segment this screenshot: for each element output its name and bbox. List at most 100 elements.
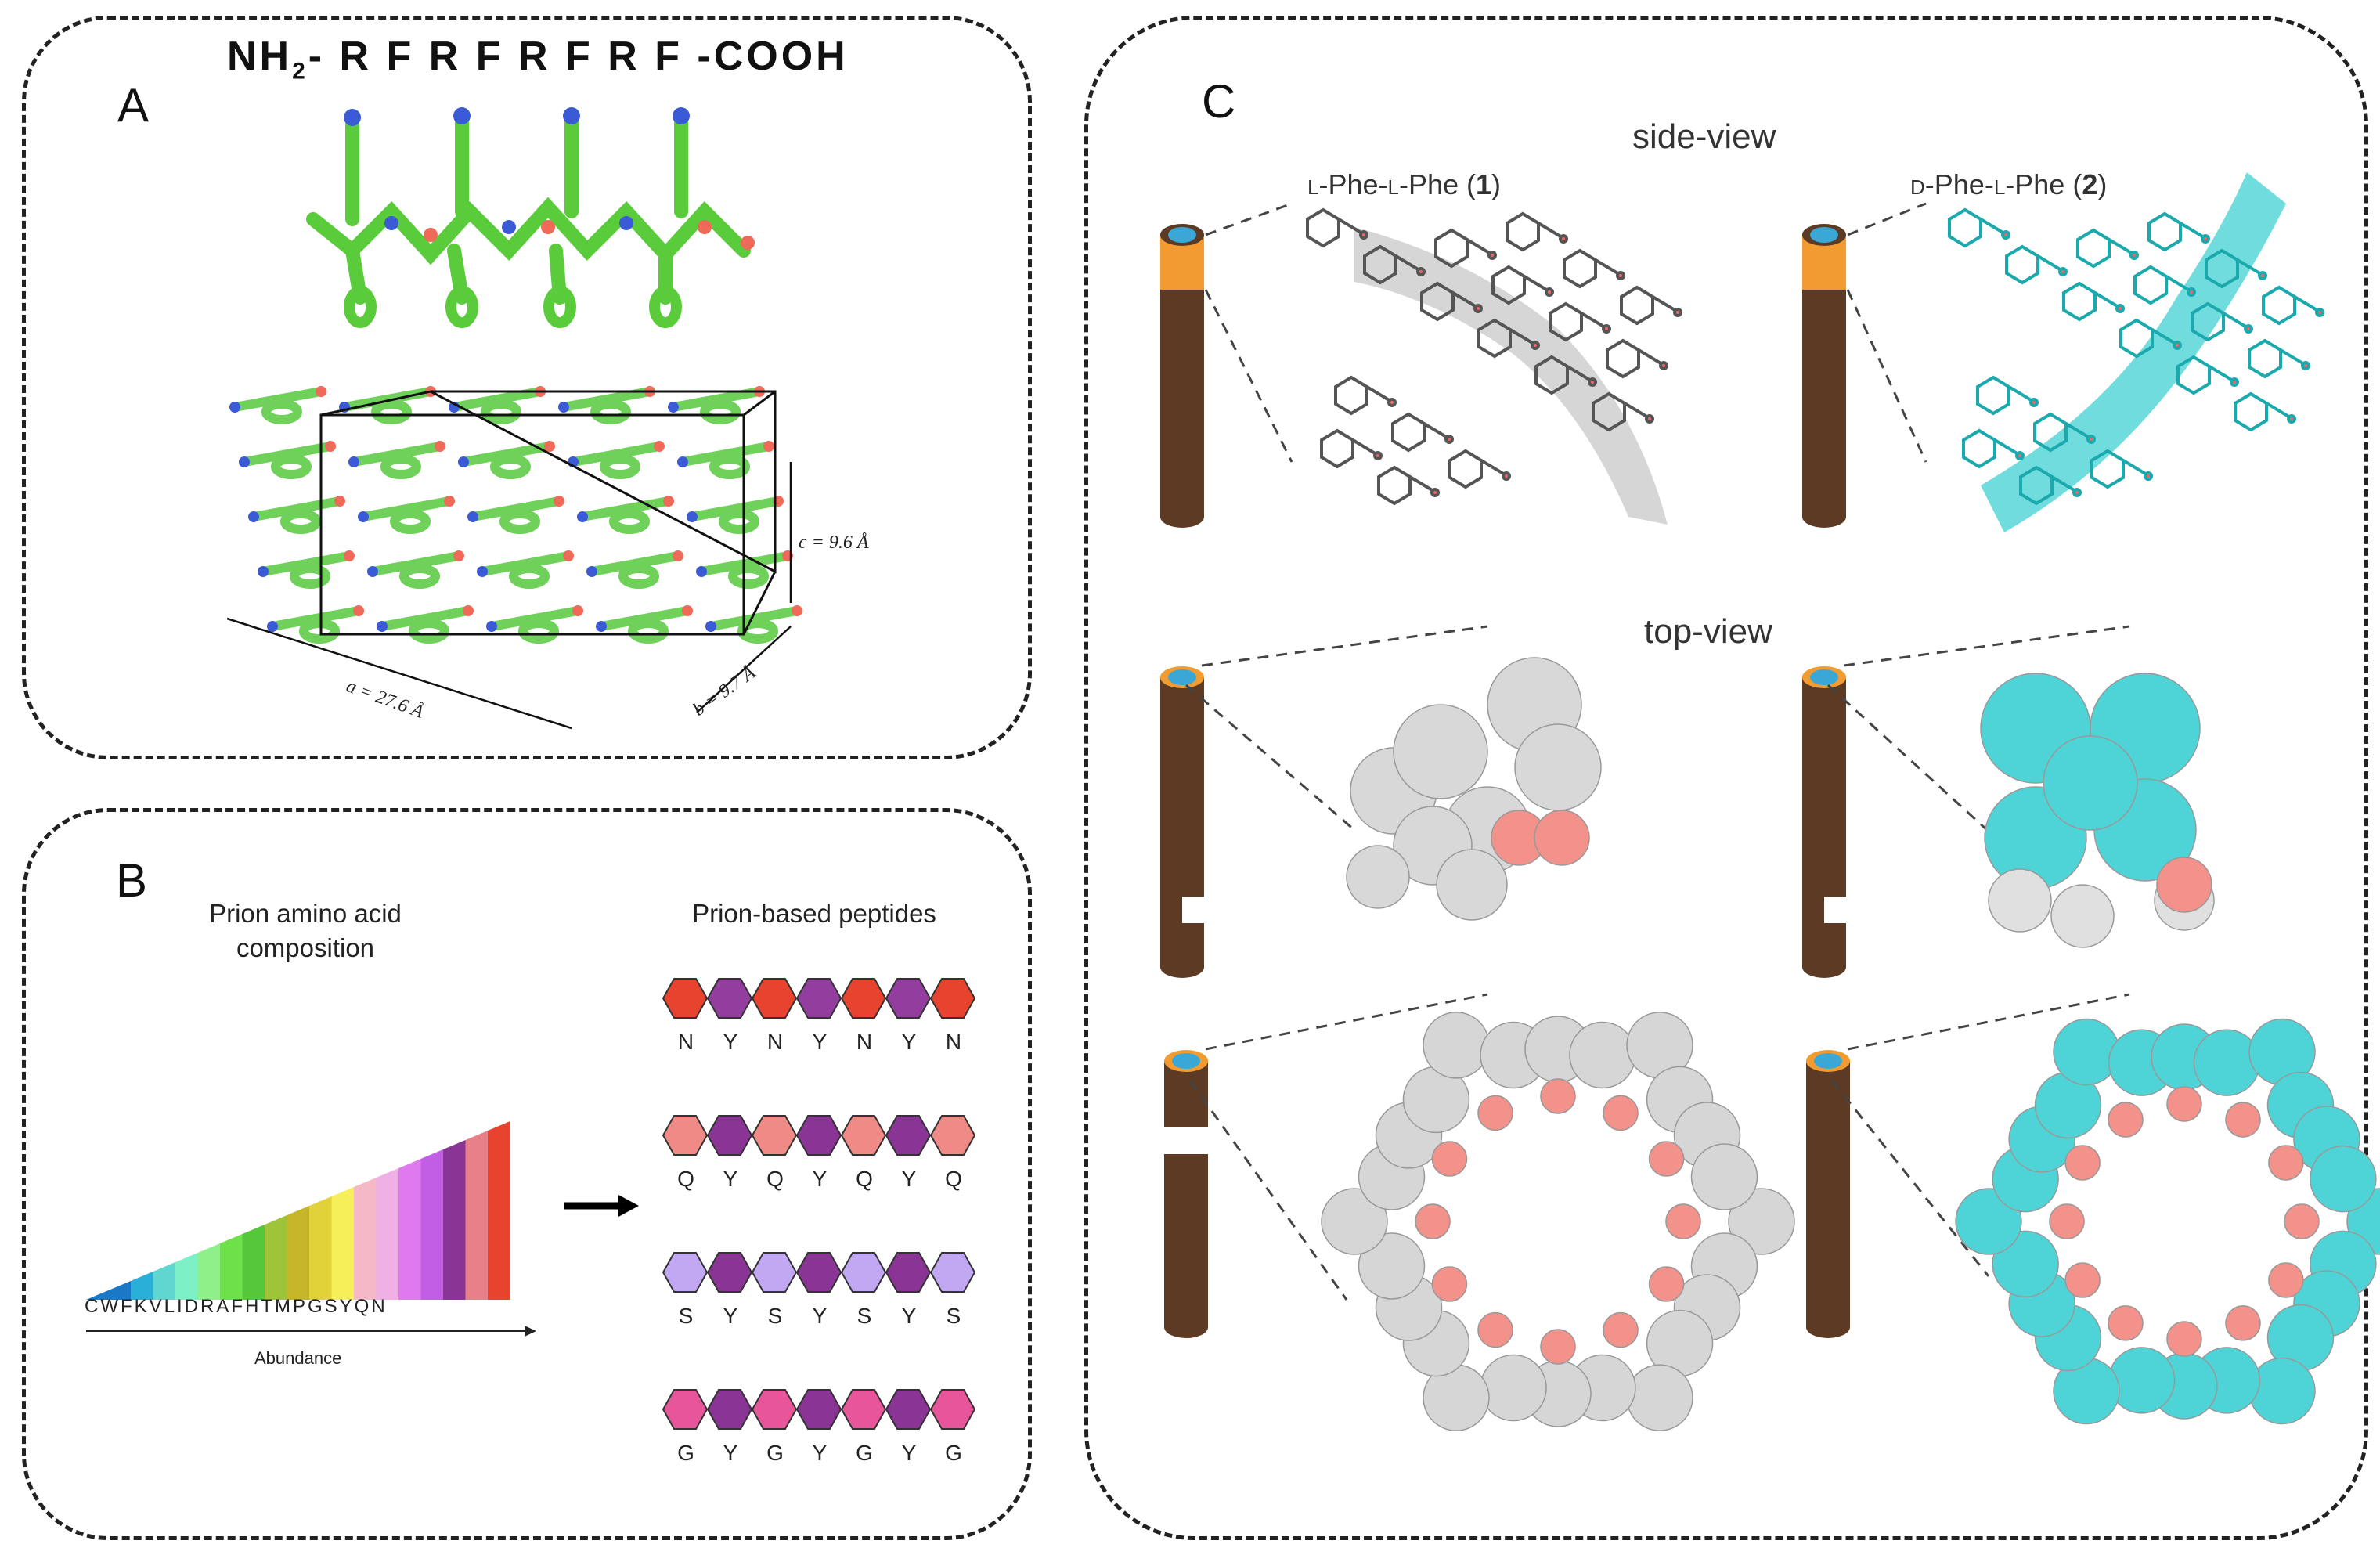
composition-segment <box>175 1253 198 1300</box>
composition-segment <box>242 1225 265 1300</box>
panel-c-label: C <box>1202 75 1236 128</box>
composition-segment <box>309 1196 332 1300</box>
peptide-backbone-structure <box>306 107 755 328</box>
oxygen-atom <box>1648 1141 1685 1177</box>
oxygen-atom <box>1431 1141 1468 1177</box>
residue-letter: S <box>767 1304 783 1328</box>
gray-beta-sheet-ribbon <box>1354 227 1668 525</box>
crystal-unit-cell <box>226 386 802 730</box>
nanotube-rod <box>1160 666 1204 978</box>
oxygen-atom <box>2064 1262 2101 1298</box>
cyan-ring-atom <box>2248 1357 2316 1425</box>
composition-segment <box>131 1272 153 1300</box>
nanotube-rod <box>1802 666 1846 978</box>
residue-hexagon <box>929 1389 976 1430</box>
residue-letter: Y <box>723 1304 738 1328</box>
residue-letter: N <box>766 1030 784 1054</box>
peptide-sequence: NH2- R F R F R F R F -COOH <box>227 34 849 85</box>
oxygen-atom <box>1648 1266 1685 1302</box>
nanotube-rod <box>1164 1050 1208 1338</box>
peptide-hexagon-row <box>662 1115 976 1156</box>
residue-letter: Y <box>901 1441 917 1465</box>
gray-ring-atom <box>1690 1143 1758 1210</box>
residue-letter: G <box>766 1441 784 1465</box>
composition-segment <box>354 1178 377 1300</box>
nanotube-rod <box>1160 224 1204 528</box>
composition-segment <box>376 1168 398 1300</box>
residue-letter: Q <box>766 1167 784 1191</box>
residue-letter: N <box>856 1030 873 1054</box>
composition-segment <box>331 1187 354 1300</box>
oxygen-atom <box>1477 1311 1513 1348</box>
right-arrow-icon <box>564 1195 639 1217</box>
panel-b-label: B <box>116 854 148 907</box>
gray-ring-atom <box>1626 1364 1693 1431</box>
peptides-title: Prion-based peptides <box>692 899 936 928</box>
compound-2-label: D-Phe-L-Phe (2) <box>1910 168 2108 200</box>
composition-segment <box>465 1131 488 1300</box>
oxygen-atom <box>2108 1305 2144 1341</box>
oxygen-atom <box>2166 1321 2202 1357</box>
top-view-label: top-view <box>1644 612 1772 651</box>
gray-space-fill-atom <box>1514 723 1602 811</box>
composition-segment <box>220 1234 243 1300</box>
residue-letter: N <box>677 1030 694 1054</box>
nanotube-rod <box>1806 1050 1850 1338</box>
abundance-arrow <box>86 1326 536 1337</box>
residue-letter: Y <box>901 1167 917 1191</box>
gray-space-fill-atom <box>1346 845 1410 909</box>
amino-acid-axis-letters: CWFKVLIDRAFHTMPGSYQN <box>85 1296 388 1317</box>
composition-wedge <box>86 1121 510 1300</box>
oxygen-atom <box>2166 1086 2202 1122</box>
gray-ring-atom <box>1423 1012 1490 1079</box>
oxygen-atom <box>1540 1329 1576 1365</box>
compound-1-label: L-Phe-L-Phe (1) <box>1307 168 1502 200</box>
oxygen-atom <box>2108 1102 2144 1138</box>
gray-ring-atom <box>1569 1021 1636 1089</box>
side-view-label: side-view <box>1632 117 1776 156</box>
residue-letter: Y <box>812 1441 828 1465</box>
cyan-stick-model <box>1948 207 2324 506</box>
residue-letter: Y <box>901 1304 917 1328</box>
oxygen-atom <box>2225 1305 2261 1341</box>
gray-stick-model <box>1306 207 1682 506</box>
composition-segment <box>197 1243 220 1300</box>
oxygen-atom <box>2284 1203 2320 1239</box>
oxygen-atom <box>1534 810 1590 866</box>
cyan-ring-atom <box>2053 1018 2120 1086</box>
gray-ring-atom <box>1728 1188 1795 1255</box>
residue-hexagon <box>929 978 976 1019</box>
residue-letter: Y <box>812 1304 828 1328</box>
gray-ring-atom <box>1480 1354 1547 1422</box>
composition-segment <box>153 1262 175 1300</box>
residue-hexagon <box>929 1115 976 1156</box>
abundance-label: Abundance <box>254 1348 342 1368</box>
panel-c <box>1084 16 2368 1540</box>
residue-letter: Q <box>677 1167 694 1191</box>
residue-letter: Y <box>901 1030 917 1054</box>
composition-segment <box>420 1149 443 1300</box>
peptide-hexagon-row <box>662 1389 976 1430</box>
white-atom <box>1988 868 2052 933</box>
residue-letter: S <box>678 1304 694 1328</box>
oxygen-atom <box>1477 1095 1513 1131</box>
oxygen-atom <box>1665 1203 1701 1239</box>
residue-letter: Q <box>945 1167 962 1191</box>
residue-letter: G <box>677 1441 694 1465</box>
panel-b <box>22 808 1032 1540</box>
gray-ring-atom <box>1321 1188 1388 1255</box>
peptide-hexagon-row <box>662 978 976 1019</box>
oxygen-atom <box>2064 1145 2101 1181</box>
residue-letter: Y <box>723 1441 738 1465</box>
residue-letter: Y <box>723 1030 738 1054</box>
gray-space-fill-atom <box>1393 704 1488 799</box>
oxygen-atom <box>2049 1203 2085 1239</box>
residue-letter: N <box>945 1030 962 1054</box>
gray-space-fill-atom <box>1436 849 1508 921</box>
cyan-ring-atom <box>2193 1029 2261 1096</box>
residue-letter: Y <box>723 1167 738 1191</box>
scale-bar <box>1824 897 1883 923</box>
residue-hexagon <box>929 1252 976 1293</box>
composition-segment <box>488 1121 510 1300</box>
